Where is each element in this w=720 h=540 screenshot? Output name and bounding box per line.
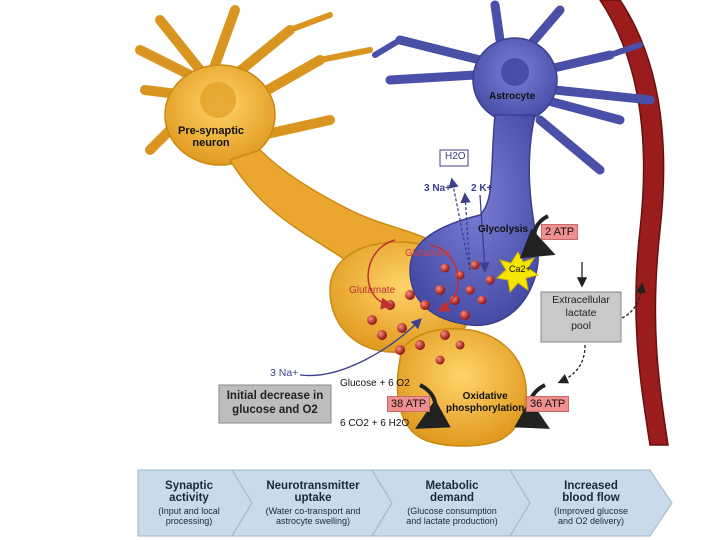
- blood-vessel: [599, 0, 669, 446]
- astrocyte-endfoot: [409, 114, 540, 326]
- glucose-o2-label: Glucose + 6 O2: [340, 378, 410, 389]
- na-arrow: [460, 192, 471, 271]
- k2-label: 2 K+: [471, 183, 493, 194]
- calcium-label: Ca2+: [509, 264, 531, 274]
- initial-decrease-label: Initial decrease in glucose and O2: [226, 390, 324, 416]
- flow-step-4-shape: [509, 469, 673, 537]
- calcium-burst: [495, 250, 540, 294]
- oxphos-cycle-arrow-left: [415, 383, 451, 429]
- flow-step-3-subtitle: (Glucose consumption and lactate product…: [406, 506, 498, 526]
- flow-step-2-subtitle: (Water co-transport and astrocyte swelli…: [265, 506, 361, 526]
- na3-bottom-label: 3 Na+: [270, 367, 299, 379]
- na-bottom-arrow: [299, 318, 422, 377]
- flow-step-4-title: Increased blood flow: [562, 480, 620, 504]
- h2o-label: H2O: [445, 151, 466, 162]
- lactate-pool-label: Extracellular lactate pool: [552, 294, 610, 332]
- glutamine-cycle-arrow-2: [429, 244, 459, 312]
- presynaptic-label: Pre-synaptic neuron: [178, 125, 245, 149]
- flow-step-synaptic-activity: Synaptic activity (Input and local proce…: [140, 470, 238, 536]
- lactate-pool-box: [540, 291, 622, 343]
- flow-step-neurotransmitter-uptake: Neurotransmitter uptake (Water co-transp…: [248, 470, 378, 536]
- astrocyte-label: Astrocyte: [489, 91, 536, 102]
- atp2-badge: 2 ATP: [541, 224, 579, 240]
- flow-step-1-subtitle: (Input and local processing): [158, 506, 220, 526]
- flow-step-3-title: Metabolic demand: [425, 480, 479, 504]
- flow-step-4-subtitle: (Improved glucose and O2 delivery): [553, 506, 629, 526]
- h2o-arrow: [448, 177, 471, 271]
- oxphos-label: Oxidative phosphorylation: [446, 391, 525, 414]
- glutamine-cycle-arrow: [367, 239, 396, 310]
- initial-decrease-box: [218, 384, 332, 424]
- glycolysis-cycle-arrow: [519, 214, 556, 259]
- co2-h2o-label: 6 CO2 + 6 H2O: [340, 418, 410, 429]
- flow-step-1-title: Synaptic activity: [165, 480, 213, 504]
- flow-step-2-title: Neurotransmitter uptake: [266, 480, 360, 504]
- glutamate-vesicles: [367, 260, 510, 365]
- flow-step-metabolic-demand: Metabolic demand (Glucose consumption an…: [388, 470, 516, 536]
- atp38-badge: 38 ATP: [387, 396, 431, 412]
- na3-label: 3 Na+: [424, 183, 451, 194]
- glutamine-label: Glutamine: [405, 248, 451, 259]
- atp36-badge: 36 ATP: [526, 396, 570, 412]
- lactate-to-neuron-arrow: [557, 344, 586, 384]
- glycolysis-label: Glycolysis: [478, 224, 529, 235]
- flow-banner: [137, 469, 673, 537]
- flow-step-increased-blood-flow: Increased blood flow (Improved glucose a…: [528, 470, 654, 536]
- astrocyte-nucleus: [501, 58, 529, 86]
- lactate-to-vessel-arrow: [621, 282, 647, 319]
- glutamate-label: Glutamate: [349, 285, 396, 296]
- h2o-box: [439, 149, 469, 167]
- presynaptic-nucleus: [200, 82, 236, 118]
- k-arrow: [479, 194, 490, 273]
